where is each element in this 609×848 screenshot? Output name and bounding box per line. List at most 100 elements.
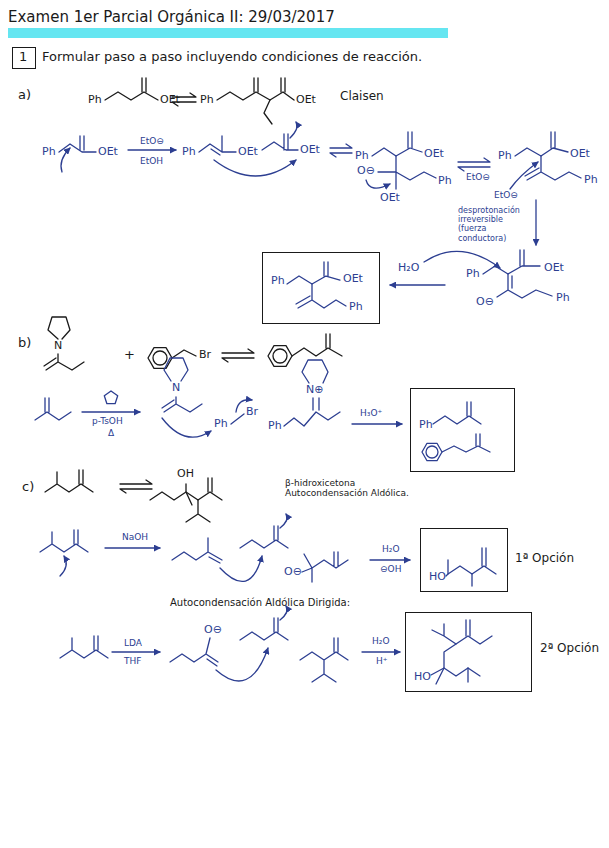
bond-stroke bbox=[172, 350, 196, 358]
bond-stroke bbox=[302, 360, 328, 383]
bond-stroke bbox=[292, 334, 342, 356]
part-c-mechanism bbox=[40, 514, 496, 684]
bond-stroke bbox=[120, 480, 152, 493]
bond-stroke bbox=[535, 200, 536, 245]
bond-stroke bbox=[280, 606, 287, 620]
bond-stroke bbox=[231, 414, 244, 424]
bond-stroke bbox=[497, 274, 552, 298]
bond-stroke bbox=[431, 636, 492, 676]
bond-stroke bbox=[164, 358, 188, 381]
bond-stroke bbox=[216, 648, 268, 681]
bond-stroke bbox=[352, 423, 402, 424]
bond-stroke bbox=[448, 548, 496, 574]
product-box: Ph bbox=[410, 388, 515, 472]
box-text: HO bbox=[414, 671, 431, 684]
chem-label: H₂O bbox=[398, 262, 419, 275]
product-box: HO bbox=[420, 528, 508, 592]
bond-stroke bbox=[264, 100, 272, 124]
bond-stroke bbox=[142, 78, 146, 92]
bond-stroke bbox=[153, 351, 167, 365]
chem-label: Ph bbox=[355, 150, 369, 163]
box-text: HO bbox=[429, 571, 446, 584]
chem-label: THF bbox=[124, 656, 141, 666]
chem-label: OEt bbox=[544, 262, 564, 275]
chem-label: Ph bbox=[200, 94, 214, 107]
product-box: PhOEtPh bbox=[262, 252, 380, 324]
chem-label: OEt bbox=[98, 146, 118, 159]
chem-label: c) bbox=[22, 480, 34, 495]
chem-label: H⁺ bbox=[376, 656, 388, 666]
bond-stroke bbox=[287, 262, 340, 284]
chem-label: OEt bbox=[300, 144, 320, 157]
chem-label: EtO⊖ bbox=[466, 172, 490, 182]
chem-label: N⊕ bbox=[306, 384, 323, 397]
bond-stroke bbox=[104, 391, 117, 404]
chem-label: H₂O bbox=[382, 544, 399, 554]
bond-stroke bbox=[254, 78, 285, 92]
bond-stroke bbox=[214, 160, 296, 176]
bond-stroke bbox=[268, 346, 292, 367]
chem-label: O⊖ bbox=[284, 566, 302, 579]
bond-stroke bbox=[280, 514, 287, 528]
chem-label: O⊖ bbox=[476, 296, 494, 309]
chem-label: Ph bbox=[556, 292, 570, 305]
chem-label: Formular paso a paso incluyendo condicio… bbox=[42, 50, 422, 65]
chem-label: OEt bbox=[424, 148, 444, 161]
chem-label: N bbox=[172, 382, 180, 395]
highlight-bar bbox=[8, 28, 448, 38]
bond-stroke bbox=[186, 478, 212, 522]
chem-label: Ph bbox=[182, 146, 196, 159]
chem-label: Ph bbox=[42, 146, 56, 159]
bond-stroke bbox=[378, 156, 436, 189]
bond-stroke bbox=[362, 651, 400, 652]
bond-stroke bbox=[61, 148, 70, 172]
chem-label: NaOH bbox=[122, 532, 148, 542]
bond-stroke bbox=[510, 162, 538, 189]
chem-label: OEt bbox=[296, 94, 316, 107]
bond-stroke bbox=[300, 638, 348, 682]
chem-label: O⊖ bbox=[204, 624, 222, 637]
part-a-mechanism bbox=[59, 122, 581, 308]
chem-label: OEt bbox=[160, 94, 180, 107]
question-number-box: 1 bbox=[12, 47, 36, 69]
bond-stroke bbox=[240, 526, 288, 548]
bond-stroke bbox=[148, 348, 172, 369]
chem-label: Br bbox=[199, 349, 211, 362]
bond-stroke bbox=[220, 556, 262, 581]
chem-label: Autocondensación Aldólica Dirigida: bbox=[170, 597, 350, 609]
bond-stroke bbox=[162, 418, 211, 437]
chem-label: OH bbox=[177, 468, 194, 481]
chem-label: OEt bbox=[380, 192, 400, 205]
bond-stroke bbox=[105, 92, 158, 100]
bond-stroke bbox=[172, 538, 222, 563]
bond-stroke bbox=[273, 349, 287, 363]
chem-label: OEt bbox=[570, 148, 590, 161]
chem-label: EtO⊖ bbox=[494, 190, 518, 200]
bond-stroke bbox=[44, 354, 84, 370]
bond-stroke bbox=[390, 284, 445, 285]
chem-label: desprotonación irreversible (fuerza cond… bbox=[458, 206, 532, 243]
part-a-question bbox=[105, 78, 294, 124]
bond-stroke bbox=[82, 411, 140, 412]
bond-stroke bbox=[105, 547, 160, 548]
part-b-mechanism bbox=[35, 358, 490, 461]
bond-stroke bbox=[366, 180, 390, 188]
box-text: Ph bbox=[271, 275, 285, 288]
bond-stroke bbox=[240, 618, 288, 640]
bond-stroke bbox=[458, 158, 490, 171]
bond-stroke bbox=[199, 136, 236, 155]
chem-label: EtOH bbox=[140, 156, 163, 166]
bond-stroke bbox=[45, 470, 93, 492]
bond-stroke bbox=[170, 638, 218, 666]
bond-stroke bbox=[515, 132, 568, 156]
bond-stroke bbox=[217, 92, 294, 100]
bond-stroke bbox=[284, 412, 340, 426]
chem-label: O⊖ bbox=[357, 165, 375, 178]
chem-label: Claisen bbox=[340, 90, 384, 104]
bond-stroke bbox=[80, 136, 84, 150]
bond-stroke bbox=[424, 251, 500, 268]
chem-label: a) bbox=[18, 88, 31, 103]
box-text: 1 bbox=[19, 50, 29, 65]
chem-label: ⊖OH bbox=[380, 564, 401, 574]
bond-stroke bbox=[262, 134, 298, 150]
